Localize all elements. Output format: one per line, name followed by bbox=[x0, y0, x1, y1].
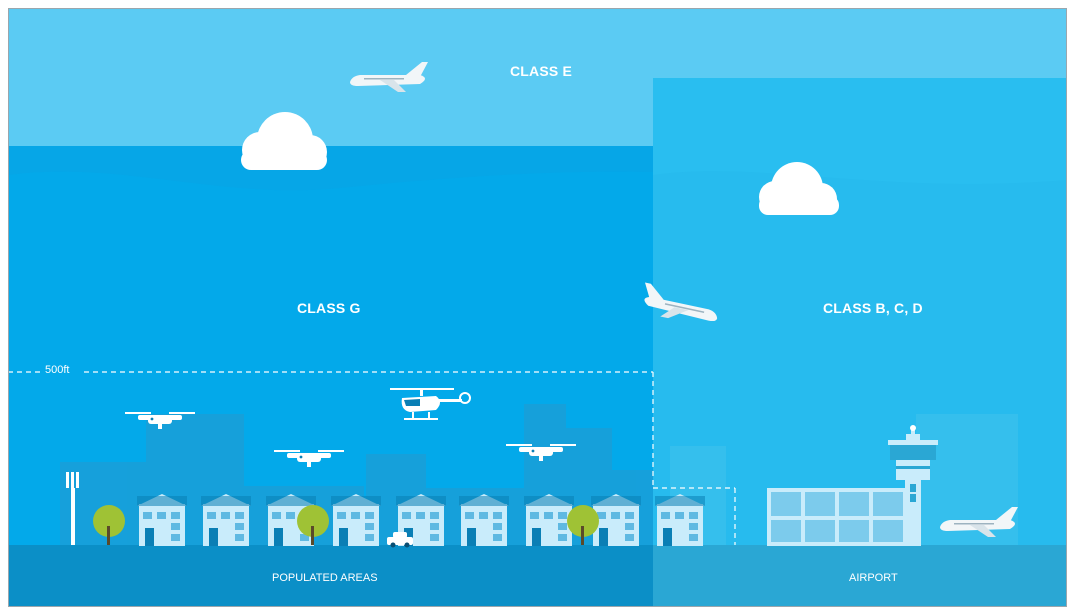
populated-areas-label: POPULATED AREAS bbox=[272, 572, 378, 584]
airport-label: AIRPORT bbox=[849, 572, 898, 584]
class-bcd-label: CLASS B, C, D bbox=[823, 300, 923, 316]
houses bbox=[137, 494, 705, 546]
terminal-building bbox=[767, 488, 907, 546]
class-g-label: CLASS G bbox=[297, 300, 361, 316]
altitude-label: 500ft bbox=[45, 364, 69, 376]
class-e-label: CLASS E bbox=[510, 63, 572, 79]
